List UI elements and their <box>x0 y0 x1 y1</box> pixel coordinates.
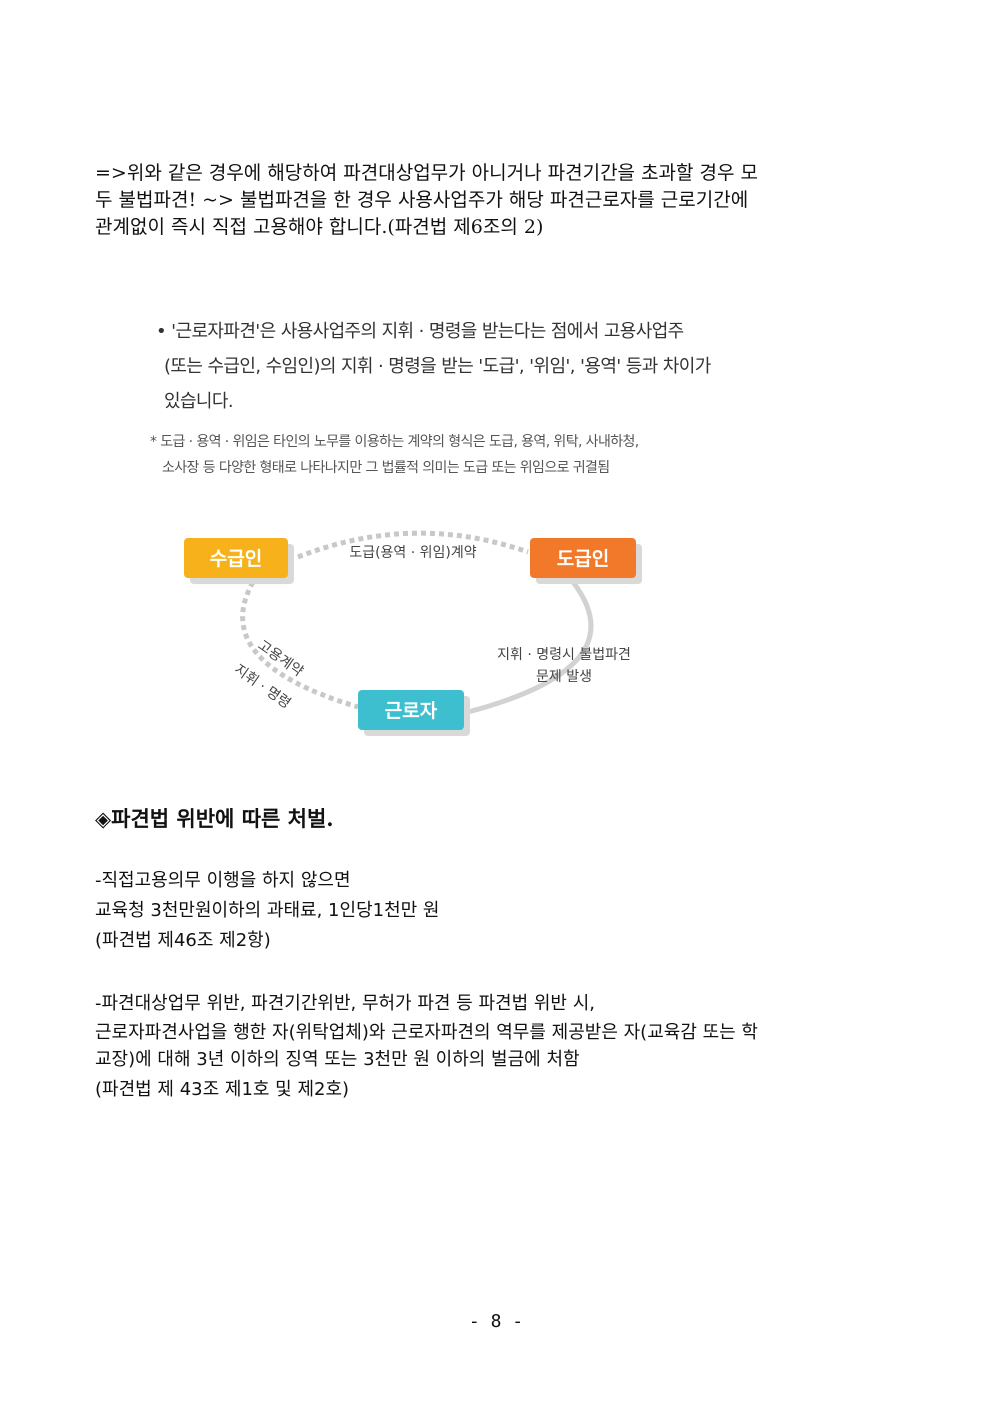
figure-bullet-line-2: (또는 수급인, 수임인)의 지휘 · 명령을 받는 '도급', '위임', '… <box>164 356 711 377</box>
box-worker <box>358 690 464 730</box>
relationship-diagram: 수급인 도급인 근로자 도급(용역 · 위임)계약 지휘 · 명령시 불법파견 … <box>184 530 642 736</box>
intro-line-2: 두 불법파견! ~> 불법파견을 한 경우 사용사업주가 해당 파견근로자를 근… <box>95 189 749 211</box>
penalty-block-1: -직접고용의무 이행을 하지 않으면 교육청 3천만원이하의 과태료, 1인당1… <box>95 866 897 956</box>
box-contractor-label: 도급인 <box>557 548 609 570</box>
penalty-block-1-line-1: -직접고용의무 이행을 하지 않으면 <box>95 870 351 891</box>
intro-paragraph: =>위와 같은 경우에 해당하여 파견대상업무가 아니거나 파견기간을 초과할 … <box>95 160 897 241</box>
dashed-arc-left <box>240 580 359 710</box>
penalty-block-1-line-3: (파견법 제46조 제2항) <box>95 930 271 951</box>
box-contractor <box>530 538 636 578</box>
intro-line-1: =>위와 같은 경우에 해당하여 파견대상업무가 아니거나 파견기간을 초과할 … <box>95 162 759 184</box>
solid-arc-right <box>467 580 594 715</box>
box-recipient <box>184 538 288 578</box>
intro-line-3: 관계없이 즉시 직접 고용해야 합니다.(파견법 제6조의 2) <box>95 216 544 238</box>
penalty-block-1-line-2: 교육청 3천만원이하의 과태료, 1인당1천만 원 <box>95 900 440 921</box>
label-illegal-dispatch-2: 문제 발생 <box>536 669 592 685</box>
figure-bullet-line-3: 있습니다. <box>164 391 234 412</box>
penalty-block-2-line-3: (파견법 제 43조 제1호 및 제2호) <box>95 1079 350 1100</box>
penalty-block-2-intro: -파견대상업무 위반, 파견기간위반, 무허가 파견 등 파견법 위반 시, <box>95 993 595 1014</box>
figure-note-line-2: 소사장 등 다양한 형태로 나타나지만 그 법률적 의미는 도급 또는 위임으로… <box>162 460 610 476</box>
figure-note-line-1: * 도급 · 용역 · 위임은 타인의 노무를 이용하는 계약의 형식은 도급,… <box>150 434 639 450</box>
page-number: - 8 - <box>468 1311 524 1332</box>
label-illegal-dispatch-1: 지휘 · 명령시 불법파견 <box>497 647 631 663</box>
box-worker-label: 근로자 <box>385 700 438 722</box>
dispatch-figure: • '근로자파견'은 사용사업주의 지휘 · 명령을 받는다는 점에서 고용사업… <box>148 312 711 742</box>
section-heading: ◈파견법 위반에 따른 처벌. <box>95 806 334 831</box>
box-recipient-label: 수급인 <box>210 548 262 570</box>
label-contract: 도급(용역 · 위임)계약 <box>349 545 476 561</box>
dashed-arc-top <box>297 530 529 560</box>
penalty-block-2: 근로자파견사업을 행한 자(위탁업체)와 근로자파견의 역무를 제공받은 자(교… <box>95 1019 897 1106</box>
figure-bullet-line-1: • '근로자파견'은 사용사업주의 지휘 · 명령을 받는다는 점에서 고용사업… <box>156 321 684 342</box>
penalty-block-2-line-2: 교장)에 대해 3년 이하의 징역 또는 3천만 원 이하의 벌금에 처함 <box>95 1049 580 1070</box>
penalty-block-2-line-1: 근로자파견사업을 행한 자(위탁업체)와 근로자파견의 역무를 제공받은 자(교… <box>95 1022 758 1043</box>
